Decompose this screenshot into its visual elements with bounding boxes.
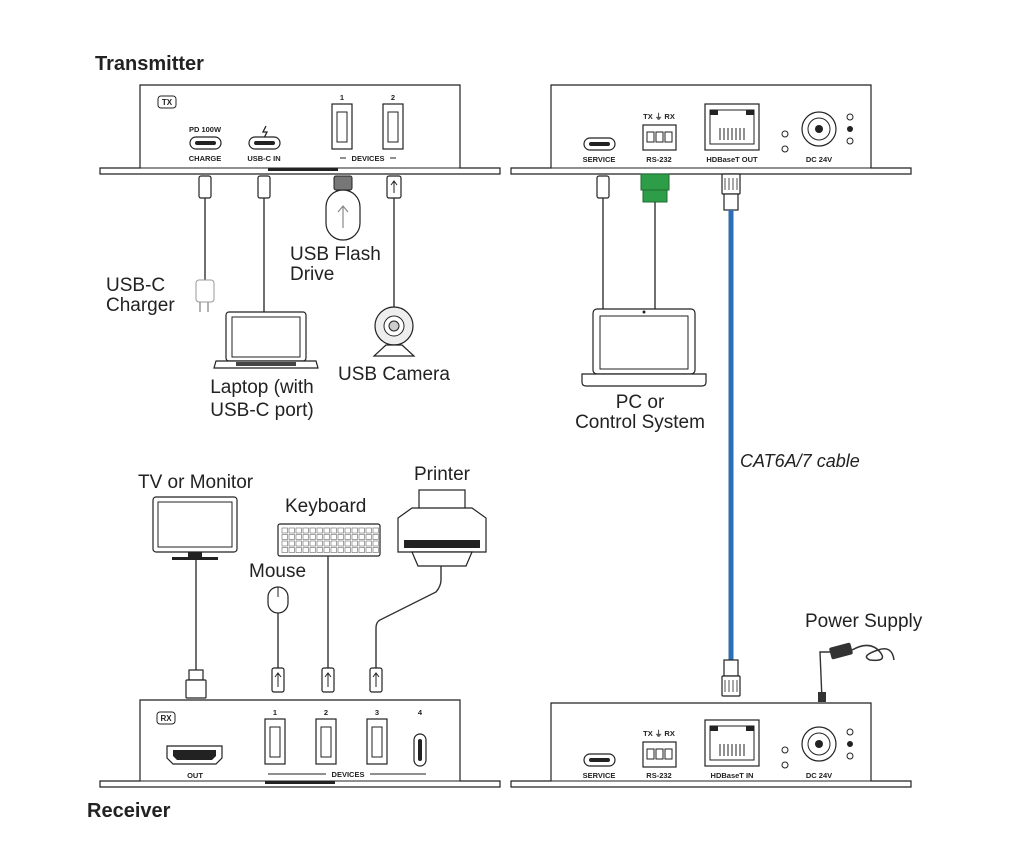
charger-label-1: USB-C: [106, 275, 165, 296]
flash-label-2: Drive: [290, 264, 334, 285]
rx-port2-number: 2: [324, 708, 328, 717]
usbc-plug-icon: [257, 175, 271, 199]
rs232-plug-icon: [640, 173, 670, 191]
tx-hdbaset-out-label: HDBaseT OUT: [706, 155, 758, 164]
polarity-minus-icon: [846, 137, 854, 145]
lightning-icon: [261, 125, 269, 139]
usbc-plug-icon: [596, 175, 610, 199]
tx-rear-unit: SERVICE TX ⏚ RX RS-232 HDBaseT OUT DC 24…: [510, 84, 912, 175]
tx-badge-frame: [157, 95, 177, 109]
charger-label-2: Charger: [106, 295, 175, 316]
printer-label: Printer: [414, 464, 471, 485]
cable-label: CAT6A/7 cable: [740, 451, 860, 471]
transmitter-heading: Transmitter: [95, 53, 204, 75]
led-icon: [781, 761, 789, 769]
tx-usbc-in-label: USB-C IN: [247, 154, 280, 163]
pc-icon: [592, 308, 696, 375]
tx-dc-label: DC 24V: [806, 155, 832, 164]
rx-port1-number: 1: [273, 708, 277, 717]
tx-txrx-label: TX ⏚ RX: [643, 112, 675, 121]
rx-port3-number: 3: [375, 708, 379, 717]
power-label: Power Supply: [805, 611, 923, 632]
pc-label-2: Control System: [575, 412, 705, 433]
rx-badge: RX: [160, 714, 172, 723]
rx-hdbaset-in-label: HDBaseT IN: [711, 771, 754, 780]
rx-devices-label: DEVICES: [332, 770, 365, 779]
tv-monitor: TV or Monitor: [138, 472, 254, 699]
power-icon: [781, 130, 789, 138]
keyboard-label: Keyboard: [285, 496, 366, 517]
cat6a-cable: CAT6A/7 cable: [721, 173, 860, 697]
rx-rs232-label: RS-232: [646, 771, 671, 780]
laptop-icon: [225, 311, 307, 362]
mouse: Mouse: [249, 561, 306, 693]
rx-service-label: SERVICE: [583, 771, 616, 780]
tx-port1-number: 1: [340, 93, 344, 102]
tx-rs232-port: [642, 124, 677, 151]
tx-rs232-label: RS-232: [646, 155, 671, 164]
rx-rs232-port: [642, 741, 677, 768]
rx-rear-unit: SERVICE TX ⏚ RX RS-232 HDBaseT IN DC 24V: [510, 702, 912, 788]
power-brick-icon: [829, 642, 853, 660]
rj45-plug-icon: [721, 675, 741, 697]
rx-out-label: OUT: [187, 771, 203, 780]
usb-c-charger: USB-C Charger: [106, 175, 215, 316]
pc-label-1: PC or: [616, 392, 665, 413]
rx-front-unit: RX OUT 1 2 3 4 DEVICES: [99, 699, 501, 788]
laptop-label-1: Laptop (with: [210, 377, 314, 398]
receiver-heading: Receiver: [87, 800, 171, 822]
laptop-usbc: Laptop (with USB-C port): [210, 175, 319, 421]
keyboard: Keyboard: [277, 496, 381, 693]
polarity-plus-icon: [846, 728, 854, 736]
pc-control-system: PC or Control System: [575, 173, 707, 433]
tx-charge-label: CHARGE: [189, 154, 222, 163]
polarity-minus-icon: [846, 752, 854, 760]
laptop-label-2: USB-C port): [210, 400, 313, 421]
tv-label: TV or Monitor: [138, 472, 254, 493]
hdmi-plug-icon: [188, 669, 204, 681]
mouse-label: Mouse: [249, 561, 306, 582]
polarity-plus-icon: [846, 113, 854, 121]
tx-port2-number: 2: [391, 93, 395, 102]
rx-dc-label: DC 24V: [806, 771, 832, 780]
rx-txrx-label: TX ⏚ RX: [643, 729, 675, 738]
rx-port4-number: 4: [418, 708, 423, 717]
monitor-icon: [152, 496, 238, 553]
flash-label-1: USB Flash: [290, 244, 381, 265]
printer: Printer: [369, 464, 487, 693]
charger-icon: [195, 279, 215, 303]
led-icon: [781, 145, 789, 153]
usbc-plug-icon: [198, 175, 212, 199]
power-icon: [781, 746, 789, 754]
usb-camera: USB Camera: [338, 175, 450, 385]
usb-symbol-icon: [337, 205, 349, 228]
tx-badge: TX: [162, 98, 173, 107]
usb-flash-drive: USB Flash Drive: [290, 175, 381, 285]
tx-service-label: SERVICE: [583, 155, 616, 164]
tx-pd-label: PD 100W: [189, 125, 222, 134]
camera-label: USB Camera: [338, 364, 450, 385]
power-supply: Power Supply: [805, 611, 923, 702]
tx-front-unit: TX PD 100W CHARGE USB-C IN 1 2 DEVICES: [99, 84, 501, 175]
tx-devices-label: DEVICES: [352, 154, 385, 163]
